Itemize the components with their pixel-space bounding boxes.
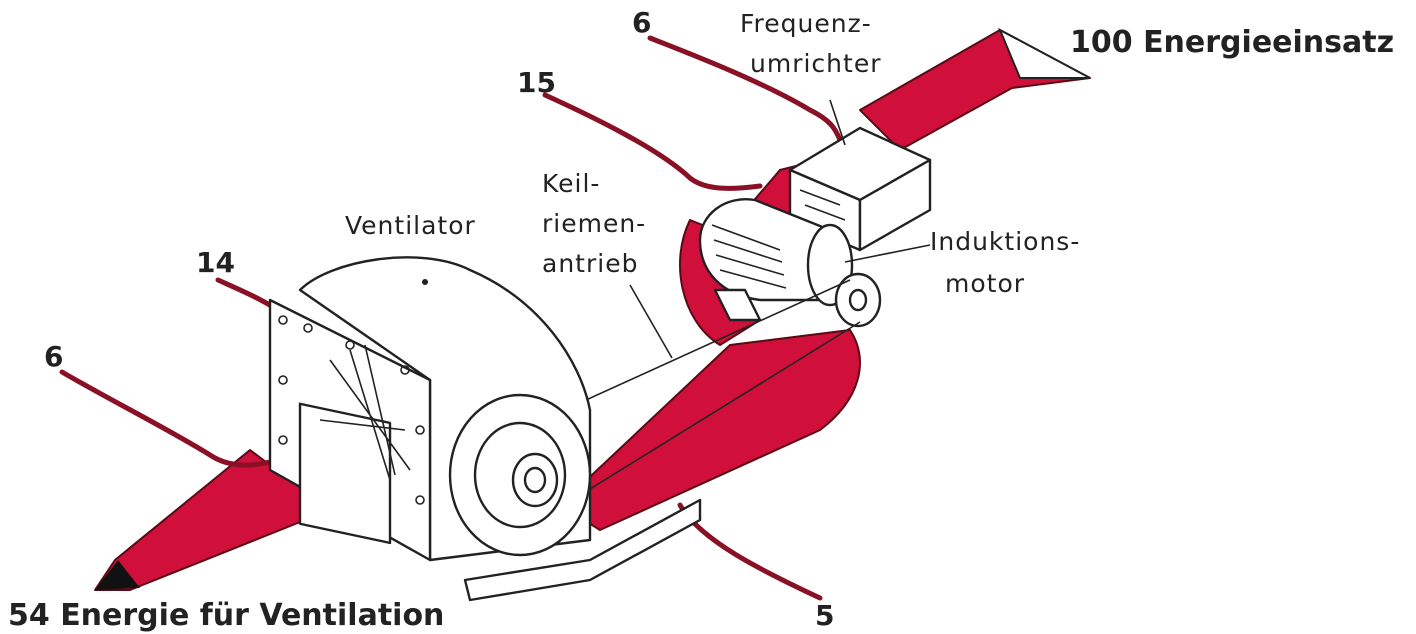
induction-motor: [698, 198, 882, 328]
frequency-converter: [788, 126, 932, 252]
energy-band-belt: [559, 329, 861, 531]
belt-label-1: Keil-: [542, 169, 600, 198]
belt-label-3: antrieb: [542, 249, 638, 278]
belt-pointer: [629, 284, 673, 359]
motor-label-2: motor: [945, 269, 1025, 298]
inverter-label-2: umrichter: [750, 49, 881, 78]
energy-output-arrow-tip: [95, 560, 140, 590]
energy-input-label: 100 Energieeinsatz: [1070, 25, 1394, 60]
energy-output-label: 54 Energie für Ventilation: [8, 598, 444, 633]
fan-label: Ventilator: [345, 211, 476, 240]
loss-value-fan-bearing: 14: [196, 246, 235, 279]
loss-value-inverter: 6: [632, 6, 651, 39]
inverter-label-1: Frequenz-: [740, 9, 872, 38]
ventilator: [268, 256, 702, 602]
energy-input-band: [859, 29, 1091, 151]
belt-label-2: riemen-: [542, 209, 646, 238]
loss-line-inverter: [647, 35, 843, 143]
motor-label-1: Induktions-: [930, 227, 1080, 256]
loss-value-motor: 15: [517, 66, 556, 99]
inverter-pointer: [829, 99, 846, 146]
loss-value-belt: 5: [815, 599, 834, 632]
motor-pointer: [844, 244, 931, 263]
energy-input-notch: [998, 27, 1091, 79]
fan-label-pointer-dot: [422, 279, 428, 285]
loss-value-fan-housing: 6: [44, 340, 63, 373]
loss-line-fan-6: [59, 369, 273, 468]
loss-line-motor: [542, 92, 763, 191]
